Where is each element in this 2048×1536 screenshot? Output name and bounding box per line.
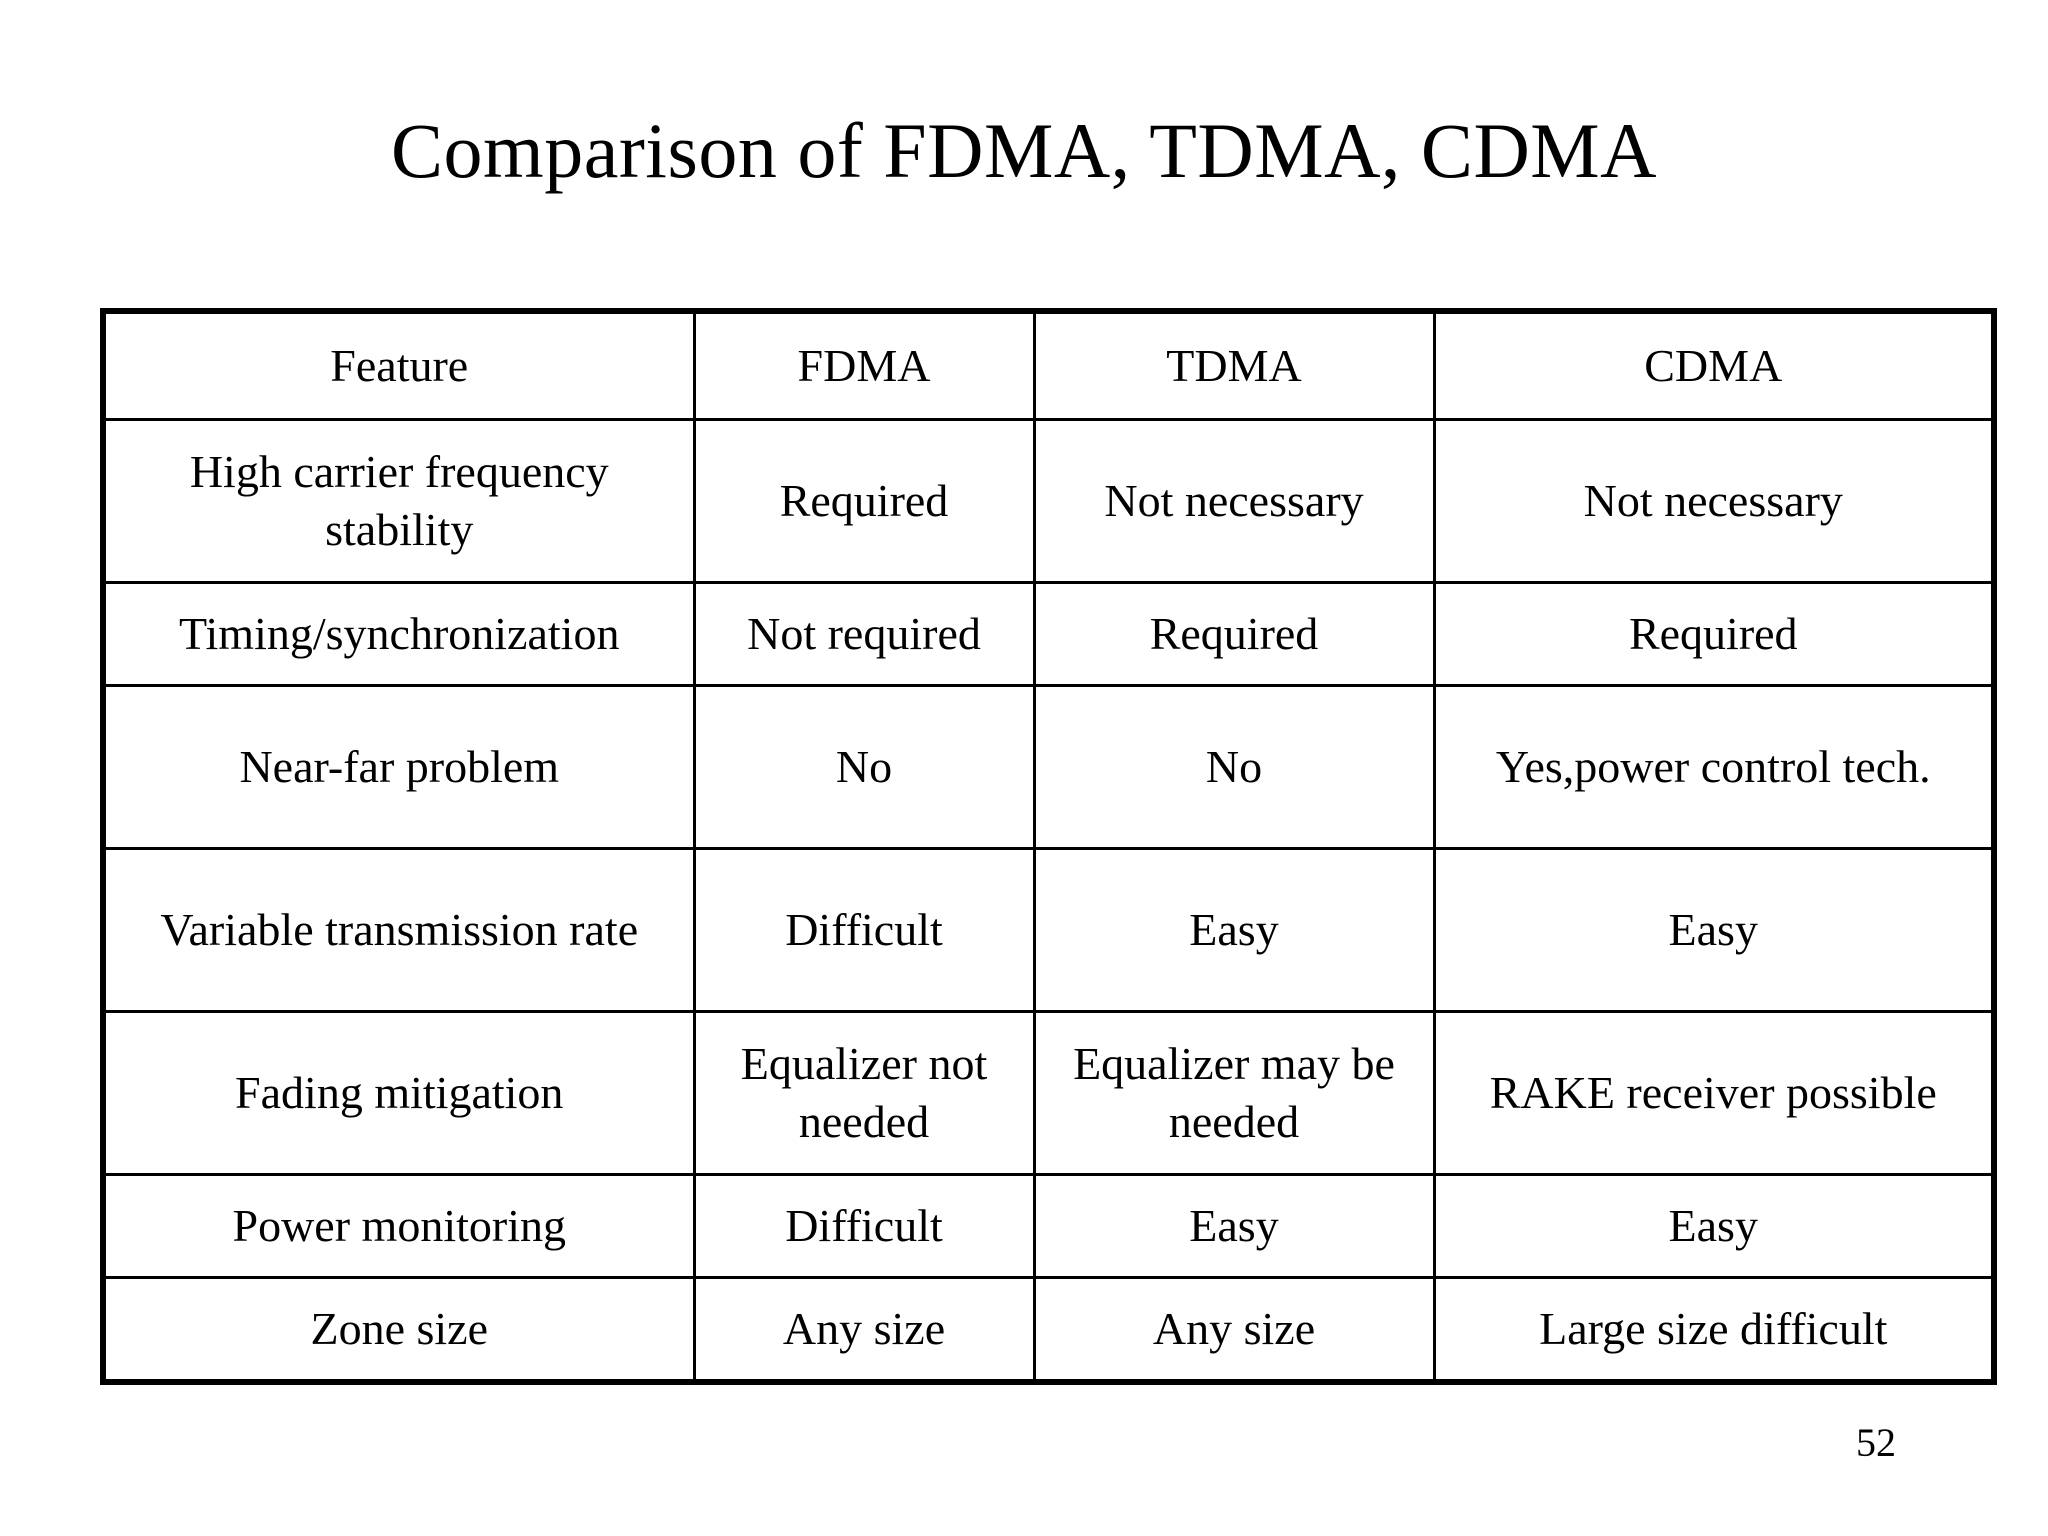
- cell-cdma: RAKE receiver possible: [1432, 1010, 1996, 1176]
- page-title: Comparison of FDMA, TDMA, CDMA: [391, 107, 1657, 194]
- column-header-cdma: CDMA: [1432, 309, 1996, 421]
- cell-cdma: Required: [1432, 581, 1996, 687]
- page-number: 52: [1856, 1420, 1896, 1465]
- cell-cdma: Easy: [1432, 847, 1996, 1013]
- table-row: High carrier frequency stability Require…: [101, 418, 1996, 584]
- cell-fdma: Required: [692, 418, 1036, 584]
- table-row: Timing/synchronization Not required Requ…: [101, 581, 1996, 687]
- cell-feature: Zone size: [101, 1276, 696, 1384]
- table-row: Variable transmission rate Difficult Eas…: [101, 847, 1996, 1013]
- cell-fdma: No: [692, 684, 1036, 850]
- cell-fdma: Not required: [692, 581, 1036, 687]
- column-header-feature: Feature: [101, 309, 696, 421]
- cell-feature: High carrier frequency stability: [101, 418, 696, 584]
- cell-cdma: Easy: [1432, 1173, 1996, 1279]
- column-header-fdma: FDMA: [692, 309, 1036, 421]
- comparison-table-container: Feature FDMA TDMA CDMA High carrier freq…: [100, 308, 1997, 1385]
- cell-tdma: Easy: [1032, 847, 1436, 1013]
- cell-cdma: Not necessary: [1432, 418, 1996, 584]
- cell-tdma: Not necessary: [1032, 418, 1436, 584]
- table-row: Near-far problem No No Yes,power control…: [101, 684, 1996, 850]
- cell-tdma: Required: [1032, 581, 1436, 687]
- cell-tdma: No: [1032, 684, 1436, 850]
- cell-feature: Timing/synchronization: [101, 581, 696, 687]
- cell-feature: Fading mitigation: [101, 1010, 696, 1176]
- cell-feature: Power monitoring: [101, 1173, 696, 1279]
- cell-cdma: Yes,power control tech.: [1432, 684, 1996, 850]
- table-row: Zone size Any size Any size Large size d…: [101, 1276, 1996, 1384]
- table-row: Fading mitigation Equalizer not needed E…: [101, 1010, 1996, 1176]
- cell-fdma: Difficult: [692, 847, 1036, 1013]
- comparison-table: Feature FDMA TDMA CDMA High carrier freq…: [100, 308, 1997, 1385]
- table-header-row: Feature FDMA TDMA CDMA: [101, 309, 1996, 421]
- comparison-table-body: Feature FDMA TDMA CDMA High carrier freq…: [101, 309, 1996, 1384]
- cell-fdma: Difficult: [692, 1173, 1036, 1279]
- cell-fdma: Any size: [692, 1276, 1036, 1384]
- cell-tdma: Equalizer may be needed: [1032, 1010, 1436, 1176]
- cell-tdma: Easy: [1032, 1173, 1436, 1279]
- cell-cdma: Large size difficult: [1432, 1276, 1996, 1384]
- cell-fdma: Equalizer not needed: [692, 1010, 1036, 1176]
- cell-tdma: Any size: [1032, 1276, 1436, 1384]
- table-row: Power monitoring Difficult Easy Easy: [101, 1173, 1996, 1279]
- cell-feature: Near-far problem: [101, 684, 696, 850]
- column-header-tdma: TDMA: [1032, 309, 1436, 421]
- cell-feature: Variable transmission rate: [101, 847, 696, 1013]
